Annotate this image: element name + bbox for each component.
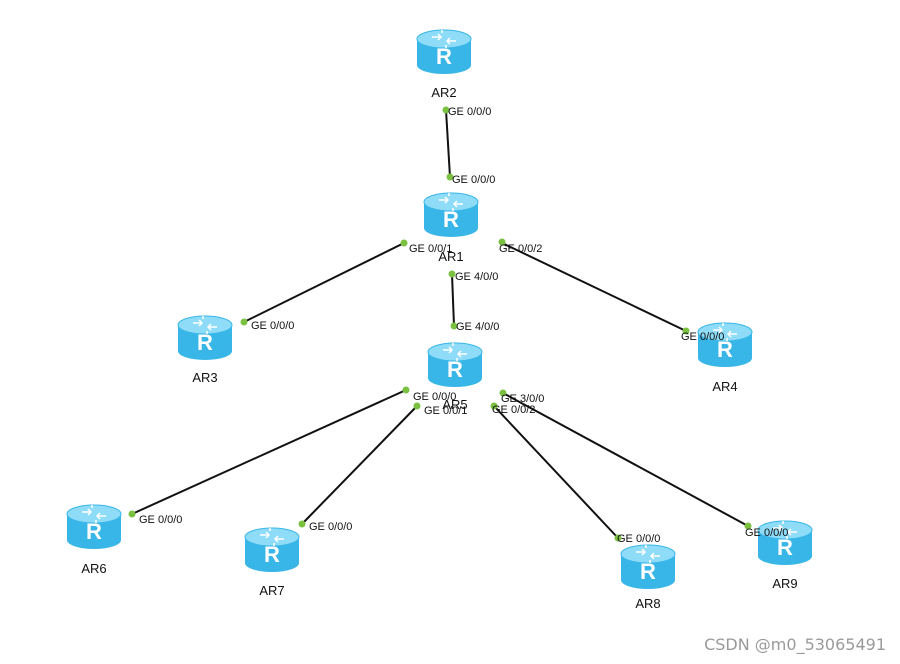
port-label-ar1: GE 0/0/0: [452, 174, 495, 186]
router-body: [698, 332, 752, 367]
port-dot-ar1: [498, 238, 506, 246]
router-glyph: R: [777, 535, 793, 560]
router-glyph: R: [264, 542, 280, 567]
port-label-ar1: GE 0/0/1: [409, 243, 452, 255]
router-top: [177, 315, 233, 335]
router-top: [620, 544, 676, 564]
router-body: [621, 554, 675, 589]
router-label: AR1: [438, 249, 463, 264]
port-label-ar2: GE 0/0/0: [448, 106, 491, 118]
router-arrows-icon: [773, 521, 797, 539]
router-arrows-icon: [443, 343, 467, 361]
router-label: AR9: [772, 576, 797, 591]
port-dot-ar2: [442, 106, 450, 114]
router-top: [757, 520, 813, 540]
link-ar5-ar6[interactable]: [131, 389, 407, 515]
port-dot-ar6: [128, 510, 136, 518]
port-label-ar5: GE 0/0/1: [424, 405, 467, 417]
router-body: [245, 537, 299, 572]
router-glyph: R: [447, 357, 463, 382]
router-body: [758, 530, 812, 565]
router-body: [424, 202, 478, 237]
router-arrows-icon: [193, 316, 217, 334]
router-glyph: R: [197, 330, 213, 355]
router-top: [427, 342, 483, 362]
port-label-ar9: GE 0/0/0: [745, 527, 788, 539]
router-top: [66, 504, 122, 524]
port-dot-ar5: [499, 389, 507, 397]
port-label-ar1: GE 0/0/2: [499, 243, 542, 255]
router-label: AR8: [635, 596, 660, 611]
link-ar1-ar5[interactable]: [451, 273, 455, 327]
port-dot-ar1: [400, 239, 408, 247]
port-dot-ar5: [450, 322, 458, 330]
router-label: AR6: [81, 561, 106, 576]
port-dot-ar7: [298, 520, 306, 528]
port-label-ar6: GE 0/0/0: [139, 514, 182, 526]
router-label: AR7: [259, 583, 284, 598]
router-arrows-icon: [439, 193, 463, 211]
router-arrows-icon: [260, 528, 284, 546]
port-dot-ar1: [446, 173, 454, 181]
router-label: AR5: [442, 397, 467, 412]
port-label-ar5: GE 3/0/0: [501, 393, 544, 405]
port-label-ar7: GE 0/0/0: [309, 521, 352, 533]
port-label-ar1: GE 4/0/0: [455, 271, 498, 283]
port-label-ar5: GE 0/0/2: [492, 404, 535, 416]
port-dot-ar4: [682, 327, 690, 335]
router-arrows-icon: [636, 545, 660, 563]
router-glyph: R: [717, 337, 733, 362]
router-top: [697, 322, 753, 342]
router-ar6[interactable]: R AR6: [66, 504, 122, 576]
link-ar5-ar9[interactable]: [502, 392, 749, 527]
router-arrows-icon: [713, 323, 737, 341]
router-body: [417, 39, 471, 74]
ports-layer: GE 0/0/0 GE 0/0/0 GE 0/0/1 GE 0/0/0 GE 0/0/2…: [128, 106, 788, 545]
router-ar8[interactable]: R AR8: [620, 544, 676, 611]
router-arrows-icon: [82, 505, 106, 523]
port-label-ar8: GE 0/0/0: [617, 533, 660, 545]
port-label-ar4: GE 0/0/0: [681, 331, 724, 343]
router-ar7[interactable]: R AR7: [244, 527, 300, 598]
router-top: [416, 29, 472, 49]
port-label-ar3: GE 0/0/0: [251, 320, 294, 332]
router-label: AR3: [192, 370, 217, 385]
router-ar9[interactable]: R AR9: [757, 520, 813, 591]
router-label: AR4: [712, 379, 737, 394]
port-dot-ar9: [744, 522, 752, 530]
router-arrows-icon: [432, 30, 456, 48]
router-glyph: R: [436, 44, 452, 69]
router-ar3[interactable]: R AR3: [177, 315, 233, 385]
router-top: [244, 527, 300, 547]
router-body: [178, 325, 232, 360]
router-glyph: R: [640, 559, 656, 584]
router-glyph: R: [443, 207, 459, 232]
port-dot-ar1: [448, 270, 456, 278]
router-ar1[interactable]: R AR1: [423, 192, 479, 264]
link-ar1-ar3[interactable]: [243, 242, 405, 323]
link-ar5-ar8[interactable]: [493, 405, 619, 539]
router-body: [67, 514, 121, 549]
port-dot-ar5: [402, 386, 410, 394]
links-layer: [131, 109, 749, 539]
router-ar4[interactable]: R AR4: [697, 322, 753, 394]
link-ar5-ar7[interactable]: [301, 405, 418, 525]
port-dot-ar3: [240, 318, 248, 326]
link-ar1-ar4[interactable]: [499, 241, 687, 332]
port-label-ar5: GE 0/0/0: [413, 391, 456, 403]
port-dot-ar5: [490, 402, 498, 410]
router-ar2[interactable]: R AR2: [416, 29, 472, 100]
router-top: [423, 192, 479, 212]
link-ar2-ar1[interactable]: [445, 109, 451, 178]
router-glyph: R: [86, 519, 102, 544]
port-dot-ar5: [413, 402, 421, 410]
router-label: AR2: [431, 85, 456, 100]
port-label-ar5: GE 4/0/0: [456, 321, 499, 333]
port-dot-ar8: [614, 534, 622, 542]
router-body: [428, 352, 482, 387]
router-ar5[interactable]: R AR5: [427, 342, 483, 412]
watermark-text: CSDN @m0_53065491: [704, 635, 886, 654]
